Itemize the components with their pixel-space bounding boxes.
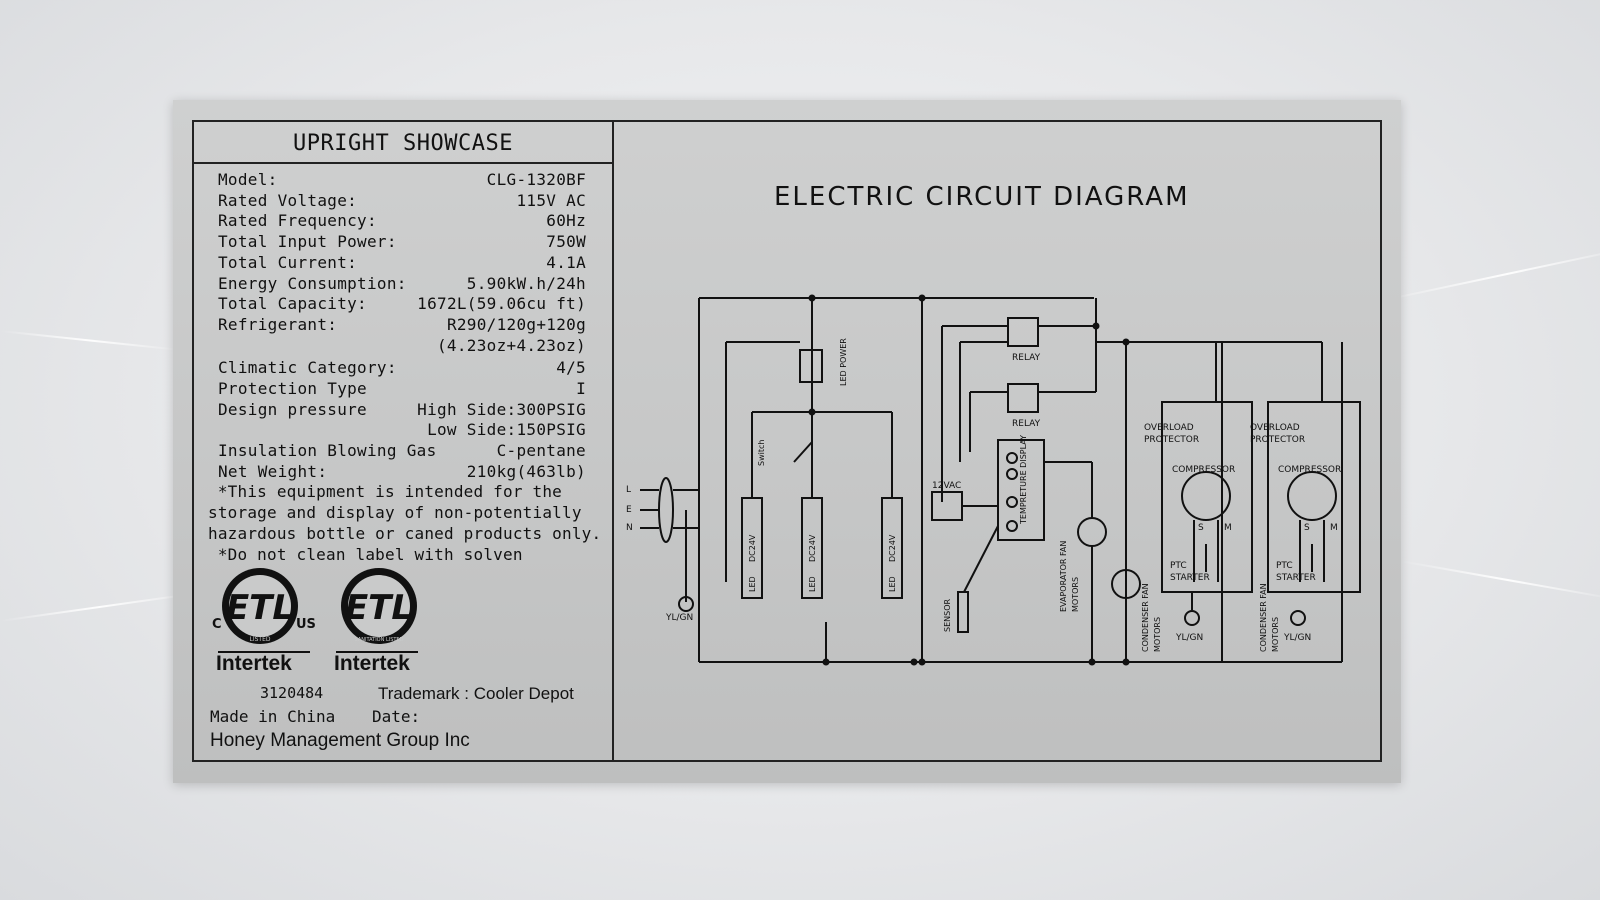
spec-value: 750W [546,232,586,252]
note-line: hazardous bottle or caned products only. [208,524,602,543]
m-label: M [1224,523,1232,533]
led-label: LED [808,576,817,592]
spec-name: Rated Voltage: [218,190,358,210]
plug-l-label: L [626,485,631,495]
logo1-brand: Intertek [216,652,292,675]
etl-listed-logo: ETL LISTED C US Intertek [210,566,330,676]
spec-value: High Side:300PSIG [417,399,586,419]
spec-value: (4.23oz+4.23oz) [437,335,586,355]
plug-n-label: N [626,523,633,533]
transformer-label: 12VAC [932,481,961,491]
overload-label: OVERLOAD [1144,423,1194,433]
cert-number: 3120484 [260,684,324,702]
spec-value: 115V AC [516,190,586,210]
made-in: Made in China [210,707,336,726]
motors-label: MOTORS [1071,577,1080,612]
sensor-label: SENSOR [943,599,952,632]
panel-divider [612,122,614,760]
spec-name: Refrigerant: [218,314,338,334]
trademark: Trademark : Cooler Depot [378,684,574,703]
spec-name: Total Current: [218,252,358,272]
starter-label: STARTER [1170,573,1210,583]
ground-label: YL/GN [1175,633,1203,643]
logo2-ring: SANITATION LISTED [355,637,404,643]
spec-name: Climatic Category: [218,358,397,378]
light-streak [1399,560,1600,601]
spec-name: Total Input Power: [218,232,397,252]
logo1-text: ETL [226,588,294,628]
rating-label-plate: UPRIGHT SHOWCASE Model: CLG-1320BF Rated V… [173,100,1401,783]
plug-e-label: E [626,505,632,515]
spec-value: 210kg(463lb) [466,461,586,481]
circuit-diagram: L E N YL/GN RELAY RELAY 12VAC OVERLOAD P… [626,294,1361,666]
temp-display-label: TEMPRETURE DISPLAY [1019,435,1028,525]
m-label: M [1330,523,1338,533]
note-line: storage and display of non-potentially [208,503,582,522]
compressor-label: COMPRESSOR [1172,465,1235,475]
diagram-title: ELECTRIC CIRCUIT DIAGRAM [774,182,1190,212]
logo2-text: ETL [345,588,413,628]
ptc-label: PTC [1170,561,1187,571]
date-label: Date: [372,707,421,726]
led-label: LED [888,576,897,592]
spec-name: Energy Consumption: [218,273,407,293]
spec-value: Low Side:150PSIG [427,420,586,440]
motors-label: MOTORS [1153,617,1162,652]
product-title: UPRIGHT SHOWCASE [194,122,612,164]
overload-label: OVERLOAD [1250,423,1300,433]
spec-value: 4/5 [556,358,586,378]
label-frame: UPRIGHT SHOWCASE Model: CLG-1320BF Rated V… [192,120,1382,762]
relay-label: RELAY [1012,353,1041,363]
logo1-ring: LISTED [250,636,271,643]
dc24v-label: DC24V [808,534,817,562]
ground-label: YL/GN [665,613,693,623]
ptc-label: PTC [1276,561,1293,571]
motors-label: MOTORS [1271,617,1280,652]
etl-sanitation-logo: ETL SANITATION LISTED Intertek [334,566,444,676]
cond-fan-label: CONDENSER FAN [1141,583,1150,652]
evap-fan-label: EVAPORATOR FAN [1059,541,1068,612]
spec-value: CLG-1320BF [486,170,586,189]
spec-name: Net Weight: [218,461,328,481]
spec-value: 1672L(59.06cu ft) [417,294,586,314]
spec-name: Design pressure [218,399,367,419]
s-label: S [1198,523,1204,533]
light-streak [1380,245,1600,302]
spec-name: Total Capacity: [218,294,367,314]
protector-label: PROTECTOR [1144,435,1199,445]
spec-name: Rated Frequency: [218,211,377,231]
spec-value: C-pentane [496,441,586,461]
s-label: S [1304,523,1310,533]
logo1-right: US [296,617,316,632]
spec-name: Protection Type [218,379,367,398]
led-label: LED [748,576,757,592]
spec-value: 5.90kW.h/24h [466,273,586,293]
spec-value: R290/120g+120g [446,314,586,334]
spec-value: 4.1A [546,252,586,272]
company-name: Honey Management Group Inc [210,730,470,751]
logo1-left: C [212,617,222,632]
spec-value: 60Hz [546,211,586,231]
dc24v-label: DC24V [888,534,897,562]
spec-value: I [576,379,586,398]
light-streak [0,592,199,622]
note-line: *This equipment is intended for the [208,482,562,501]
light-streak [0,330,180,351]
ground-label: YL/GN [1283,633,1311,643]
starter-label: STARTER [1276,573,1316,583]
relay-label: RELAY [1012,419,1041,429]
dc24v-label: DC24V [748,534,757,562]
led-power-label: LED POWER [839,338,848,386]
spec-name: Insulation Blowing Gas [218,441,437,461]
logo2-brand: Intertek [334,652,410,675]
note-line: *Do not clean label with solven [208,545,523,564]
cond-fan-label: CONDENSER FAN [1259,583,1268,652]
switch-label: Switch [757,440,766,466]
compressor-label: COMPRESSOR [1278,465,1341,475]
protector-label: PROTECTOR [1250,435,1305,445]
spec-name: Model: [218,170,278,189]
